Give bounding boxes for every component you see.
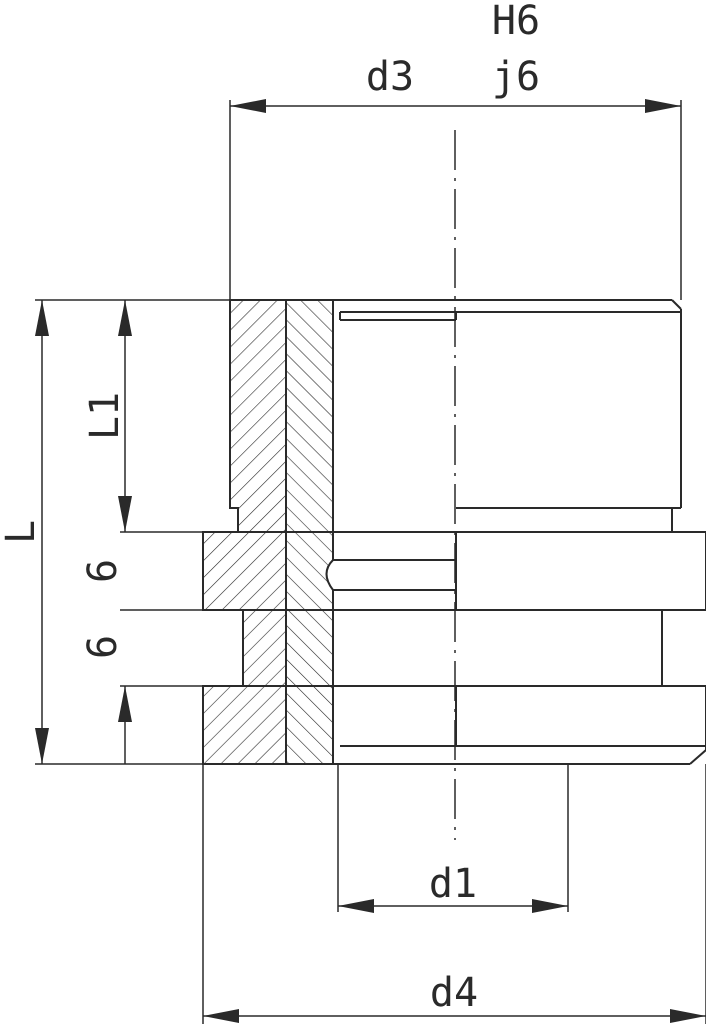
label-d1: d1	[429, 861, 477, 907]
label-d3: d3	[366, 54, 414, 100]
label-L: L	[0, 520, 44, 544]
dimension-d4	[203, 1009, 706, 1023]
dimension-L1	[118, 300, 132, 532]
dimension-d1	[338, 899, 568, 913]
dimension-L	[35, 300, 49, 764]
extension-lines	[35, 100, 706, 1024]
part-outline	[230, 299, 706, 765]
dimension-step-lower	[118, 686, 132, 764]
label-tolerance-upper: H6	[492, 0, 540, 44]
label-tolerance-lower: j6	[492, 54, 540, 100]
dimension-d3	[230, 99, 681, 113]
label-step-lower: 6	[80, 635, 126, 659]
label-L1: L1	[82, 392, 128, 440]
label-d4: d4	[430, 970, 478, 1016]
label-step-upper: 6	[80, 559, 126, 583]
